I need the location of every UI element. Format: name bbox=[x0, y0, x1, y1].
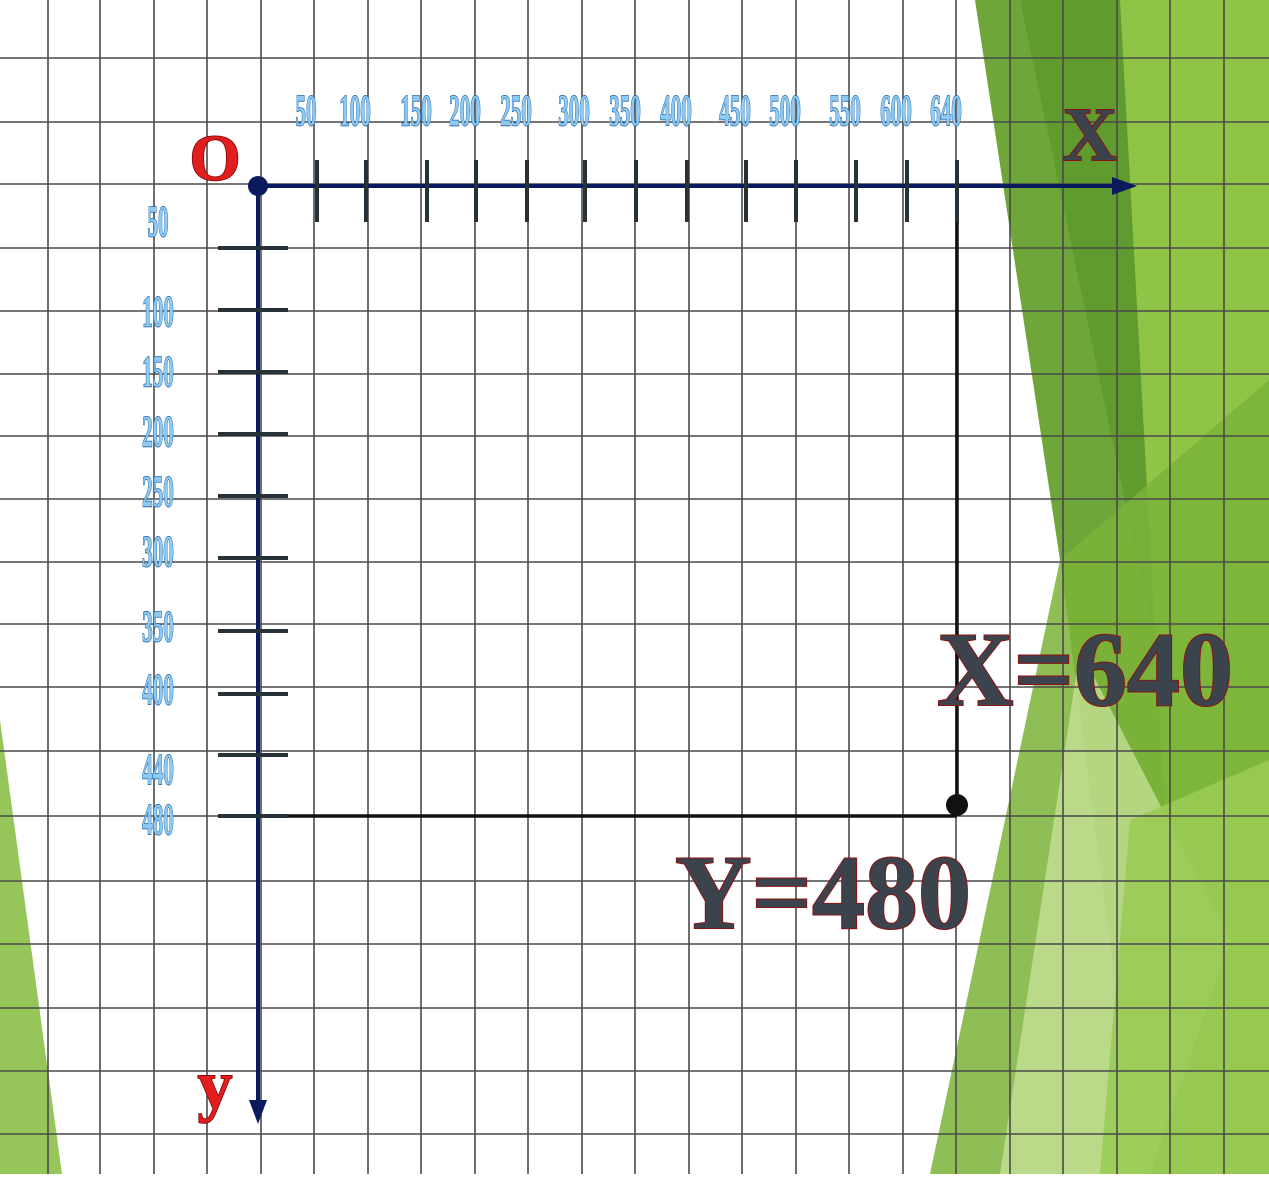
x-tick-label: 350 bbox=[609, 87, 641, 136]
y-axis-arrow bbox=[249, 1100, 267, 1124]
origin-point bbox=[248, 176, 268, 196]
x-tick-label: 50 bbox=[295, 87, 316, 136]
y-tick-label: 350 bbox=[142, 603, 174, 652]
x-tick-label: 450 bbox=[719, 87, 751, 136]
y-axis-label: y bbox=[198, 1047, 233, 1124]
x-tick-label: 500 bbox=[769, 87, 801, 136]
target-point bbox=[946, 794, 968, 816]
y-tick-label: 400 bbox=[142, 666, 174, 715]
x-result-label: X=640 bbox=[937, 611, 1233, 728]
origin-label: O bbox=[189, 122, 240, 195]
y-tick-label: 440 bbox=[142, 746, 174, 795]
y-result-label: Y=480 bbox=[675, 834, 971, 951]
green-decoration-left bbox=[0, 720, 62, 1174]
y-tick-label: 480 bbox=[142, 796, 174, 845]
x-tick-label: 400 bbox=[660, 87, 692, 136]
x-tick-label: 640 bbox=[930, 87, 962, 136]
y-tick-label: 200 bbox=[142, 408, 174, 457]
x-tick-label: 100 bbox=[339, 87, 371, 136]
y-tick-label: 250 bbox=[142, 468, 174, 517]
y-tick-label: 100 bbox=[142, 288, 174, 337]
x-tick-label: 250 bbox=[500, 87, 532, 136]
y-tick-label: 150 bbox=[142, 348, 174, 397]
y-tick-label: 50 bbox=[147, 198, 168, 247]
x-axis-label: X bbox=[1063, 93, 1118, 177]
x-tick-group: 50 100 150 200 250 300 350 400 450 500 550 600 640 bbox=[295, 86, 962, 222]
x-tick-label: 550 bbox=[829, 87, 861, 136]
x-tick-label: 300 bbox=[558, 87, 590, 136]
x-axis-arrow bbox=[1112, 177, 1137, 195]
x-tick-label: 150 bbox=[400, 87, 432, 136]
y-tick-label: 300 bbox=[142, 528, 174, 577]
x-tick-label: 600 bbox=[880, 87, 912, 136]
x-tick-label: 200 bbox=[449, 87, 481, 136]
